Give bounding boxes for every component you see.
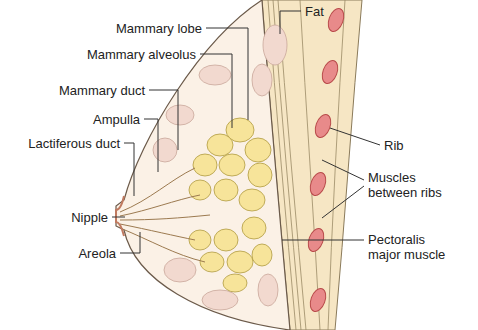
rib-shapes xyxy=(305,6,346,313)
part-label: Rib xyxy=(384,138,404,153)
part-label: Mammary duct xyxy=(59,83,145,98)
part-label: Mammary lobe xyxy=(116,21,202,36)
part-label: Fat xyxy=(305,4,324,19)
fat-lobes xyxy=(153,25,287,310)
part-label: Mammary alveolus xyxy=(87,47,196,62)
areola-shape xyxy=(116,196,124,236)
part-label: Areola xyxy=(78,246,116,261)
part-label: Lactiferous duct xyxy=(28,136,120,151)
part-label: Nipple xyxy=(71,210,108,225)
part-label: Pectoralis major muscle xyxy=(368,232,460,262)
part-label: Ampulla xyxy=(93,112,140,127)
part-label: Muscles between ribs xyxy=(368,170,460,200)
mammary-gland xyxy=(189,118,272,292)
